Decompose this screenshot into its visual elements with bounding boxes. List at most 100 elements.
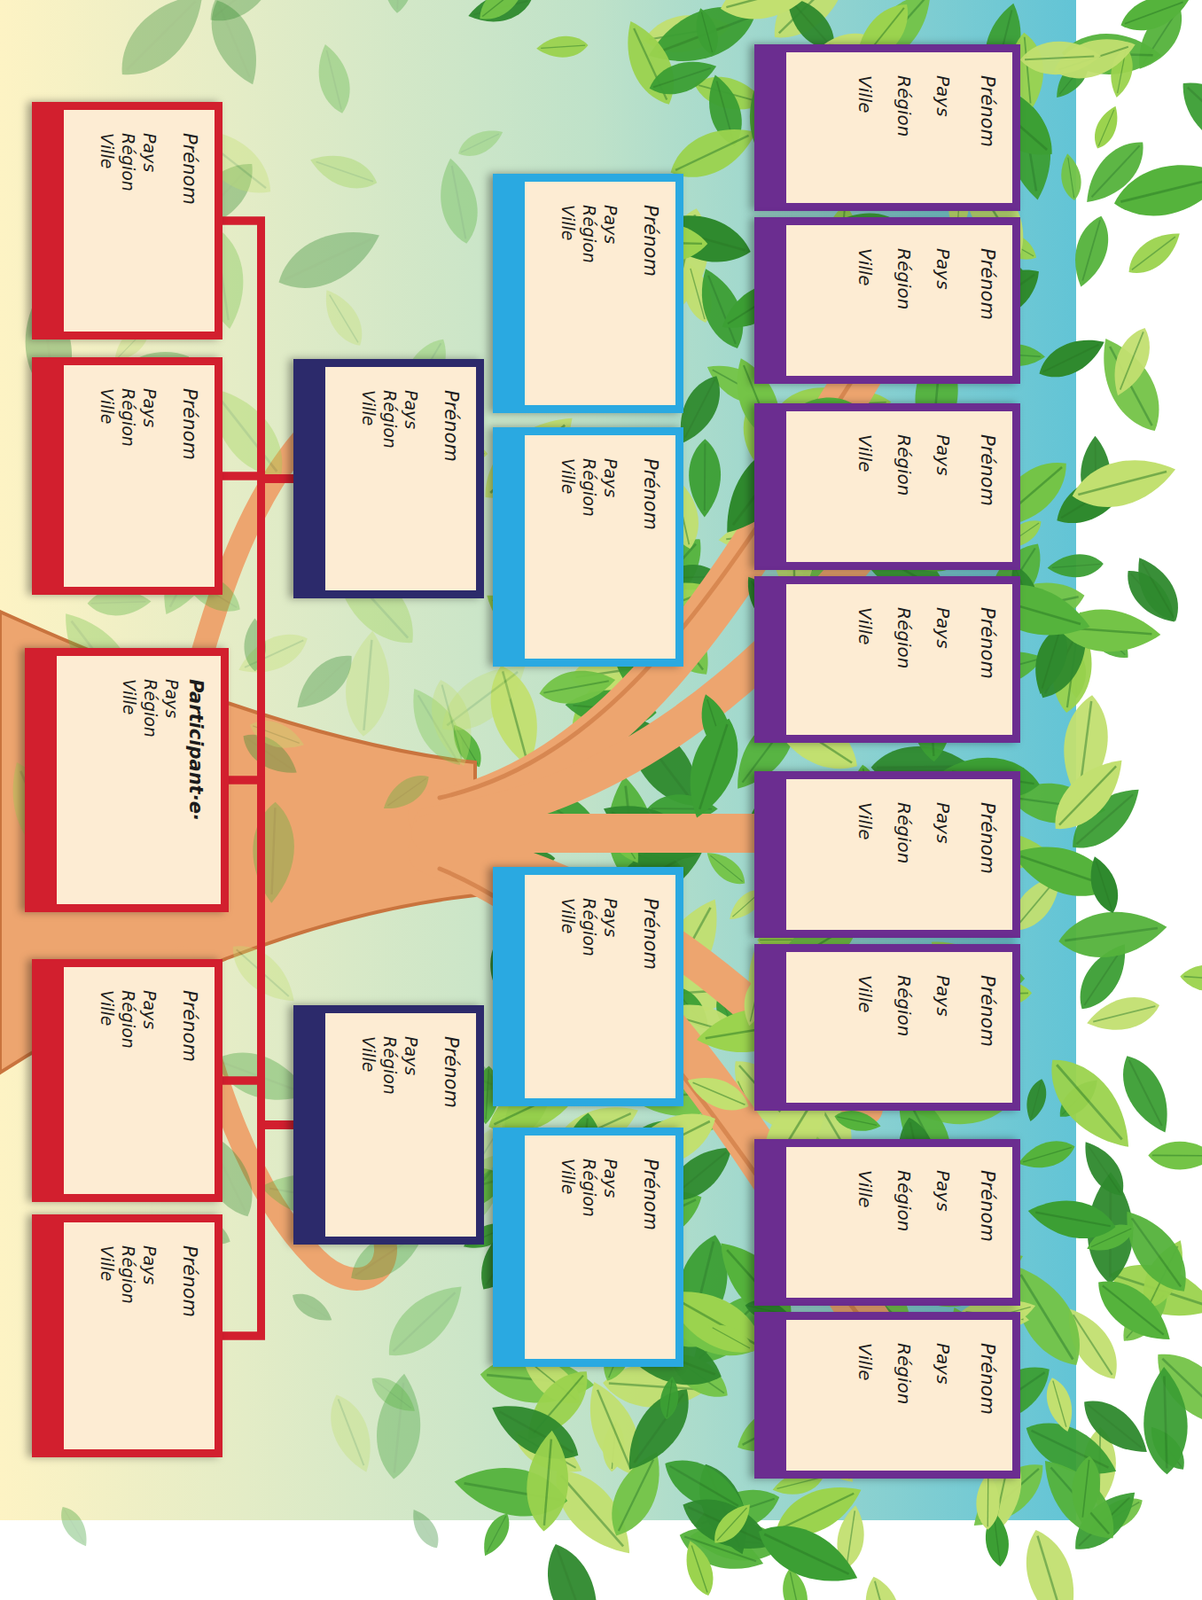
leaf-blade xyxy=(433,155,484,247)
leaf-blade xyxy=(682,1068,755,1119)
leaf-vein xyxy=(393,1292,456,1351)
field-label: Prénom xyxy=(640,897,662,970)
leaf xyxy=(476,1508,516,1561)
field-label: Prénom xyxy=(976,607,999,680)
person-box: PrénomPaysRégionVille xyxy=(492,866,684,1107)
leaf-blade xyxy=(1083,852,1125,917)
leaf-vein xyxy=(874,1581,893,1600)
leaf xyxy=(1055,905,1171,964)
leaf-vein xyxy=(1092,1006,1156,1022)
leaf xyxy=(453,123,508,164)
field-label: Ville xyxy=(558,204,578,242)
field-label: Prénom xyxy=(976,975,999,1047)
leaf xyxy=(105,0,219,91)
field-label: Ville xyxy=(558,897,578,935)
leaf-blade xyxy=(657,1374,681,1421)
leaf-vein xyxy=(1098,109,1114,147)
leaf-vein xyxy=(327,50,342,110)
leaf-vein xyxy=(217,395,277,472)
leaf xyxy=(1041,746,1136,843)
leaf-vein xyxy=(1031,1430,1109,1468)
leaf-blade xyxy=(311,40,357,118)
leaf-vein xyxy=(1163,1376,1167,1469)
leaf xyxy=(688,438,722,517)
leaves xyxy=(609,0,1202,1600)
person-box: PrénomPaysRégionVille xyxy=(754,944,1021,1111)
leaf-vein xyxy=(1059,765,1117,825)
leaf xyxy=(676,711,750,824)
leaf-blade xyxy=(1116,0,1195,40)
leaf-blade xyxy=(105,0,219,91)
leaf-vein xyxy=(1022,1147,1072,1163)
leaf-blade xyxy=(476,1508,516,1561)
leaf-blade xyxy=(975,1472,1000,1530)
leaf-vein xyxy=(699,724,727,810)
leaf-blade xyxy=(522,1428,573,1533)
leaf-vein xyxy=(338,1398,365,1466)
leaf xyxy=(315,283,372,353)
leaf-vein xyxy=(1068,157,1075,198)
person-box: PrénomPaysRégionVille xyxy=(492,173,684,414)
leaf xyxy=(1040,1374,1078,1436)
leaf-blade xyxy=(676,711,750,824)
leaf-vein xyxy=(675,135,749,171)
leaf xyxy=(1068,1454,1103,1525)
leaf xyxy=(1116,0,1195,40)
leaf-blade xyxy=(269,214,390,303)
leaf-blade xyxy=(1024,1193,1119,1245)
leaf-blade xyxy=(1068,1454,1103,1525)
field-label: Ville xyxy=(854,248,876,287)
leaf xyxy=(1046,552,1105,579)
field-label: Pays xyxy=(932,1170,954,1212)
leaf xyxy=(1066,211,1116,291)
leaf-vein xyxy=(397,0,400,9)
field-label: Prénom xyxy=(640,1158,662,1231)
leaf-blade xyxy=(287,1287,337,1328)
leaf-vein xyxy=(486,1515,506,1553)
leaf xyxy=(342,629,395,739)
leaf-vein xyxy=(1037,1536,1063,1600)
leaf-vein xyxy=(712,1327,750,1349)
leaf-blade xyxy=(1055,905,1171,964)
leaf xyxy=(1088,102,1124,153)
leaf-blade xyxy=(1067,448,1182,518)
leaf-vein xyxy=(777,1477,821,1490)
leaf-vein xyxy=(701,12,712,53)
leaf-blade xyxy=(1178,962,1202,994)
leaf-vein xyxy=(415,1513,437,1546)
leaf-blade xyxy=(472,0,534,28)
leaf-vein xyxy=(302,658,349,703)
field-label: Région xyxy=(380,1036,400,1095)
leaf-blade xyxy=(613,13,687,112)
leaf-blade xyxy=(342,629,395,739)
leaf-blade xyxy=(1022,1077,1051,1124)
leaf-blade xyxy=(382,0,416,15)
leaf-blade xyxy=(245,713,308,757)
leaf-blade xyxy=(1086,1267,1182,1354)
field-label: Ville xyxy=(558,458,578,495)
person-box: PrénomPaysRégionVille xyxy=(754,1139,1021,1306)
leaf-blade xyxy=(365,1369,422,1420)
field-label: Ville xyxy=(97,1245,118,1282)
leaf-blade xyxy=(613,1377,704,1482)
leaf xyxy=(1121,223,1188,283)
field-label: Région xyxy=(579,897,600,957)
leaf-blade xyxy=(1014,1134,1079,1175)
field-label: Région xyxy=(893,975,915,1037)
family-link xyxy=(222,220,294,1125)
field-label: Région xyxy=(893,1170,915,1232)
leaf-vein xyxy=(1024,55,1094,60)
leaf-blade xyxy=(1088,102,1124,153)
leaf-vein xyxy=(543,680,609,693)
family-link xyxy=(222,1080,294,1125)
leaf xyxy=(245,713,308,757)
leaf-vein xyxy=(460,133,500,153)
leaf-vein xyxy=(764,1534,849,1575)
leaf-vein xyxy=(1129,1060,1163,1126)
leaf-vein xyxy=(1024,37,1031,104)
leaf-vein xyxy=(1053,1381,1067,1428)
leaf xyxy=(54,1502,94,1552)
field-label: Région xyxy=(140,679,161,738)
leaf-vein xyxy=(254,623,256,669)
leaf xyxy=(535,1537,611,1600)
